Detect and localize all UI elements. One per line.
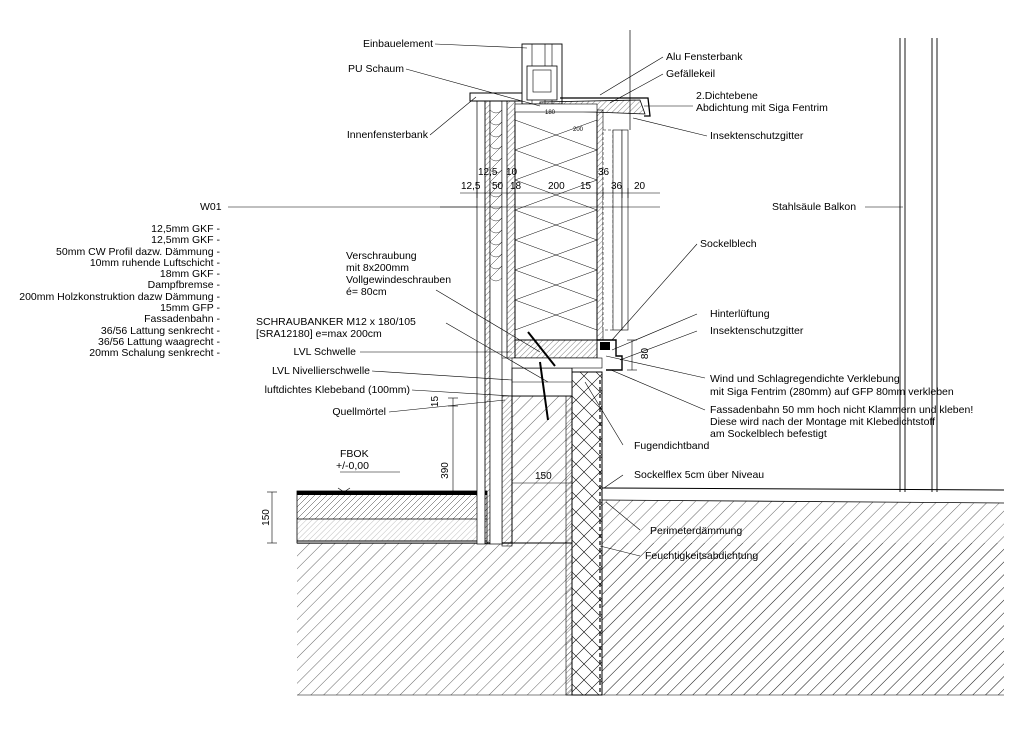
layer-item: 200mm Holzkonstruktion dazw Dämmung -	[19, 290, 220, 303]
ground-soil	[297, 487, 1005, 695]
label-perimeter: Perimeterdämmung	[650, 525, 743, 537]
label-wind-1: Wind und Schlagregendichte Verklebung	[710, 373, 900, 385]
label-fbok-2: +/-0,00	[336, 460, 369, 472]
label-insektenschutz-bottom: Insektenschutzgitter	[710, 325, 804, 337]
dimension-lines	[267, 188, 660, 544]
dim-36: 36	[611, 181, 623, 192]
label-sockelblech: Sockelblech	[700, 238, 757, 250]
foundation-plinth	[501, 371, 603, 696]
label-alu-fensterbank: Alu Fensterbank	[666, 51, 743, 63]
dim-20: 20	[634, 181, 646, 192]
label-klebeband: luftdichtes Klebeband (100mm)	[264, 384, 410, 396]
label-wind-2: mit Siga Fentrim (280mm) auf GFP 80mm ve…	[710, 386, 954, 398]
layer-item: 12,5mm GKF -	[151, 223, 220, 235]
layer-item: 15mm GFP -	[160, 302, 220, 315]
dim-12-5-top: 12,5	[478, 167, 498, 178]
layer-item: 10mm ruhende Luftschicht -	[89, 256, 220, 269]
label-schraubanker-1: SCHRAUBANKER M12 x 180/105	[256, 316, 416, 328]
label-hinterlueftung: Hinterlüftung	[710, 308, 770, 320]
steel-column	[629, 30, 938, 492]
dim-10: 10	[506, 167, 518, 178]
layer-item: 36/56 Lattung waagrecht -	[97, 335, 220, 348]
dim-150-foundation: 150	[535, 471, 552, 482]
dim-sill-180: 180	[545, 110, 556, 116]
dim-150-left: 150	[260, 509, 272, 526]
layer-item: Dampfbremse -	[147, 279, 220, 292]
label-quellmoertel: Quellmörtel	[332, 406, 386, 418]
layer-item: 36/56 Lattung senkrecht -	[100, 324, 220, 337]
label-insektenschutz-top: Insektenschutzgitter	[710, 130, 804, 142]
label-verschraubung-2: mit 8x200mm	[346, 262, 410, 274]
layer-item: 50mm CW Profil dazw. Dämmung -	[56, 245, 220, 258]
label-gefaellekeil: Gefällekeil	[666, 68, 716, 80]
label-fugendichtband: Fugendichtband	[634, 440, 710, 452]
dim-sill-200: 200	[573, 127, 584, 133]
label-fassade-2: Diese wird nach der Montage mit Klebedic…	[710, 416, 936, 428]
dim-18: 18	[510, 181, 522, 192]
dim-36-top: 36	[598, 167, 610, 178]
wall-section	[476, 99, 629, 545]
label-lvl-schwelle: LVL Schwelle	[293, 346, 356, 358]
label-verschraubung-3: Vollgewindeschrauben	[346, 274, 452, 286]
label-einbauelement: Einbauelement	[362, 38, 433, 50]
label-dichtebene-1: 2.Dichtebene	[696, 90, 758, 102]
dim-80: 80	[640, 347, 652, 360]
label-innenfensterbank: Innenfensterbank	[346, 129, 428, 141]
label-schraubanker-2: [SRA12180] e=max 200cm	[256, 328, 382, 340]
label-sockelflex: Sockelflex 5cm über Niveau	[634, 469, 765, 481]
label-fassade-3: am Sockelblech befestigt	[710, 428, 827, 440]
dim-15-left: 15	[430, 395, 442, 408]
label-lvl-nivellierschwelle: LVL Nivellierschwelle	[271, 365, 370, 377]
label-dichtebene-2: Abdichtung mit Siga Fentrim	[696, 102, 828, 114]
leader-lines	[228, 43, 903, 557]
layer-item: 20mm Schalung senkrecht -	[89, 347, 220, 360]
label-stahlsaeule: Stahlsäule Balkon	[772, 201, 857, 213]
label-pu-schaum: PU Schaum	[347, 63, 404, 75]
dim-50: 50	[492, 181, 504, 192]
window-sill	[469, 43, 651, 117]
dim-390: 390	[439, 462, 451, 479]
dim-12-5: 12,5	[461, 181, 481, 192]
floor-buildup	[296, 490, 488, 544]
layer-legend: 12,5mm GKF - 12,5mm GKF - 50mm CW Profil…	[2, 223, 220, 360]
layer-item: 12,5mm GKF -	[151, 234, 220, 247]
label-feuchtigkeit: Feuchtigkeitsabdichtung	[645, 550, 759, 562]
layer-item: 18mm GKF -	[159, 268, 220, 281]
dim-200: 200	[548, 181, 565, 192]
layer-item: Fassadenbahn -	[144, 313, 220, 326]
label-verschraubung-1: Verschraubung	[346, 250, 417, 262]
label-w01: W01	[200, 201, 222, 213]
label-fassade-1: Fassadenbahn 50 mm hoch nicht Klammern u…	[710, 404, 974, 416]
dim-15: 15	[580, 181, 592, 192]
label-fbok-1: FBOK	[340, 448, 369, 460]
label-verschraubung-4: é= 80cm	[346, 286, 387, 298]
